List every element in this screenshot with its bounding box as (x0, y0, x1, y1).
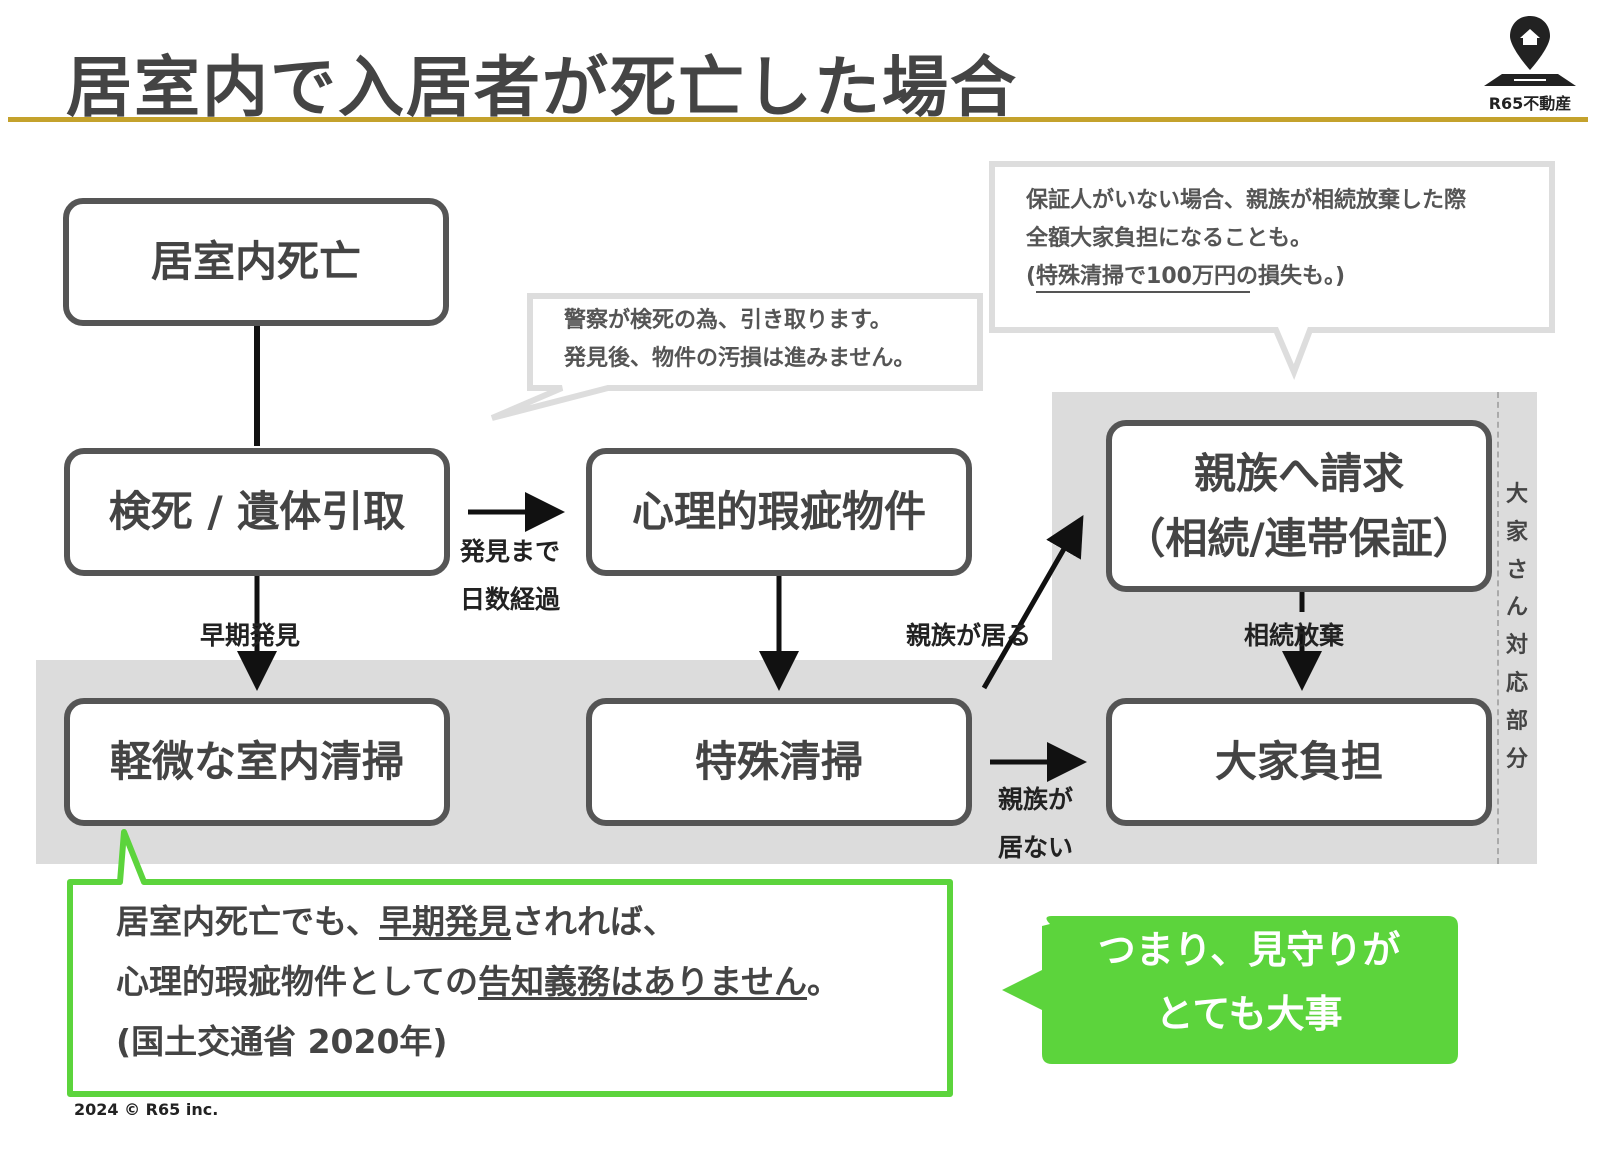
note-line-3: (国土交通省 2020年) (116, 1022, 448, 1061)
note-line-2-emphasis: 告知義務はありません (478, 962, 808, 1001)
node-inquest: 検死 / 遺体引取 (64, 448, 450, 576)
edge-label-days-pass-2: 日数経過 (460, 585, 561, 614)
node-room-death: 居室内死亡 (63, 198, 449, 326)
landlord-section-label: 大家さん対応部分 (1505, 482, 1528, 772)
node-stigma-property: 心理的瑕疵物件 (586, 448, 972, 576)
node-minor-cleaning: 軽微な室内清掃 (64, 698, 450, 826)
node-minor-cleaning-label: 軽微な室内清掃 (109, 737, 404, 787)
edge-label-relatives-exist: 親族が居る (906, 621, 1032, 650)
title-underline (8, 117, 1588, 122)
guarantor-callout (989, 161, 1555, 380)
key-message-bubble (1002, 916, 1458, 1064)
note-line-2-pre: 心理的瑕疵物件としての (116, 962, 479, 1001)
note-line-1-emphasis: 早期発見 (379, 902, 512, 941)
arrow-special-cleaning-to-claim (981, 514, 1084, 690)
guarantor-callout-line2: 全額大家負担になることも。 (1026, 226, 1313, 251)
copyright: 2024 © R65 inc. (74, 1100, 219, 1119)
key-message-line2: とても大事 (1155, 992, 1343, 1036)
node-landlord-burden: 大家負担 (1106, 698, 1492, 826)
edge-label-days-pass-1: 発見まで (460, 537, 561, 566)
landlord-section-panel (1497, 392, 1537, 864)
node-inquest-label: 検死 / 遺体引取 (108, 487, 406, 537)
police-callout-line1: 警察が検死の為、引き取ります。 (564, 308, 892, 333)
key-message-line1: つまり、見守りが (1097, 928, 1401, 972)
node-claim-relatives-label-1: 親族へ請求 (1193, 448, 1404, 498)
node-landlord-burden-label: 大家負担 (1214, 737, 1383, 787)
logo-text: R65不動産 (1488, 94, 1572, 113)
guarantor-callout-line3: (特殊清掃で100万円の損失も。) (1026, 264, 1346, 289)
police-callout (490, 293, 983, 421)
node-stigma-property-label: 心理的瑕疵物件 (631, 487, 926, 537)
node-claim-relatives: 親族へ請求 （相続/連帯保証） (1106, 420, 1492, 592)
house-pin-icon (1484, 16, 1576, 86)
guarantor-callout-underline (1036, 291, 1250, 293)
guarantor-callout-line1: 保証人がいない場合、親族が相続放棄した際 (1026, 188, 1467, 213)
note-line-1-post: されれば、 (511, 902, 677, 941)
node-special-cleaning: 特殊清掃 (586, 698, 972, 826)
page-title: 居室内で入居者が死亡した場合 (66, 49, 1018, 126)
edge-label-early-discovery: 早期発見 (200, 621, 301, 650)
node-special-cleaning-label: 特殊清掃 (694, 737, 863, 787)
note-line-1: 居室内死亡でも、早期発見されれば、 (116, 892, 676, 952)
note-line-1-pre: 居室内死亡でも、 (116, 902, 380, 941)
edge-label-no-relatives-2: 居ない (998, 833, 1074, 862)
note-line-2: 心理的瑕疵物件としての告知義務はありません。 (116, 952, 840, 1012)
police-callout-line2: 発見後、物件の汚損は進みません。 (564, 346, 916, 371)
node-claim-relatives-label-2: （相続/連帯保証） (1123, 514, 1475, 563)
node-room-death-label: 居室内死亡 (150, 237, 361, 287)
green-note-callout (67, 829, 953, 1097)
note-line-2-post: 。 (807, 962, 841, 1001)
edge-label-no-relatives-1: 親族が (998, 785, 1074, 814)
edge-label-inheritance-renounced: 相続放棄 (1244, 621, 1345, 650)
